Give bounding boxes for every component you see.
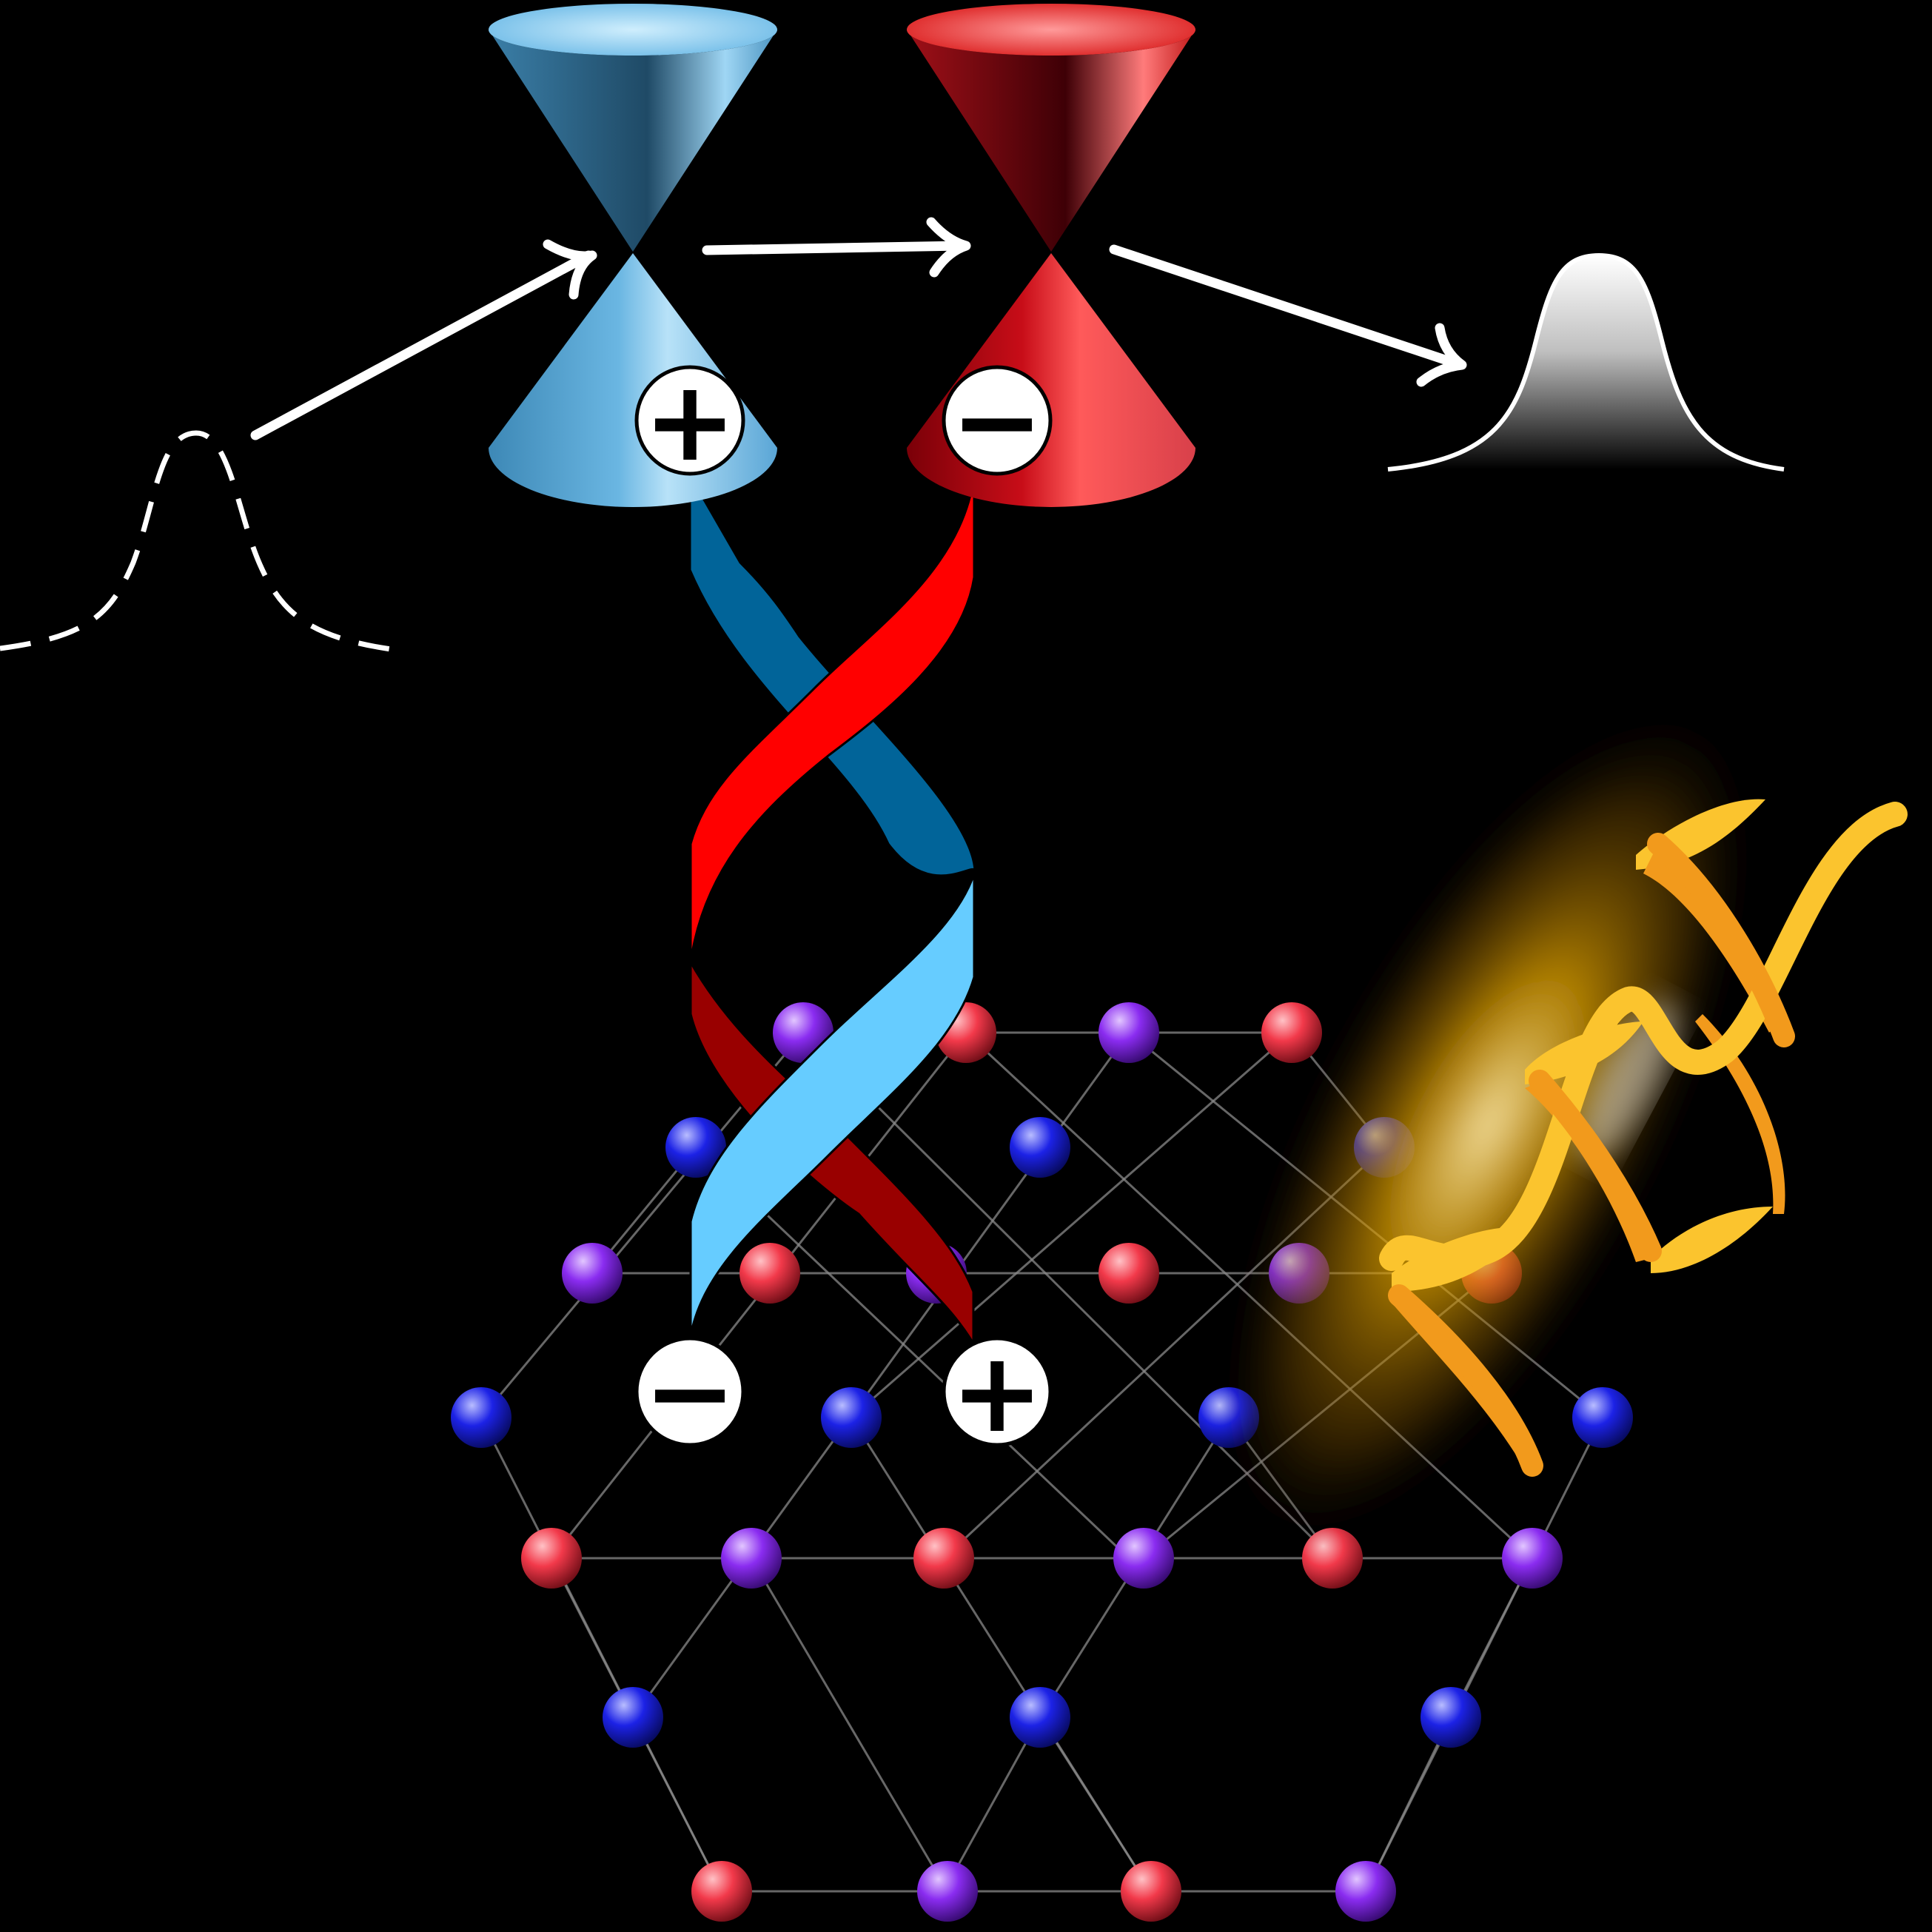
light-helix-segment [1651,1207,1773,1273]
charge-badge-bottom-right: + [942,1329,1053,1458]
output-pulse-line [1387,252,1785,472]
charge-label: − [950,358,1044,486]
lattice-atom [1010,1687,1070,1748]
lattice-atom [1099,1002,1159,1063]
lattice-bond [631,1717,723,1892]
lattice-atom [1261,1002,1322,1063]
cone-minus-upper [907,30,1195,252]
light-helix [1379,799,1908,1477]
ribbon-blue-lower [689,872,976,1338]
arrow-cone-to-cone [702,217,971,278]
charge-label: + [950,1329,1044,1458]
charge-label: − [643,1329,737,1458]
lattice-bond [942,1717,1042,1892]
output-pulse [1387,252,1785,472]
lattice-bond [694,1146,1130,1560]
lattice-atom [917,1861,978,1922]
charge-badge-bottom-left: − [634,1329,745,1458]
lattice-atom [521,1528,582,1589]
light-helix-segment [1695,1014,1785,1214]
input-pulse-dashed [0,430,397,653]
lattice-bond [1364,1717,1452,1892]
lattice-atom [691,1861,752,1922]
light-helix-segment [1643,844,1780,1033]
lattice-atom [1113,1528,1174,1589]
lattice-atom [721,1528,782,1589]
ribbon-red-upper [689,474,976,964]
charge-label: + [643,358,737,486]
light-helix-strand [1379,802,1908,1271]
light-helix-strand [1388,833,1795,1477]
charge-badge-top-right: − [942,358,1053,486]
arrow-into-cone-plus [250,239,597,440]
lattice-atom [603,1687,663,1748]
lattice-atom [1572,1387,1633,1448]
output-pulse-fill [1388,255,1784,469]
light-glow [1217,699,1759,1552]
light-helix-segment [1525,1081,1651,1262]
lattice-atom [1099,1243,1159,1304]
double-helix-ribbon [688,474,976,1345]
lattice-atom [913,1528,974,1589]
lattice-atom [1335,1861,1396,1922]
lattice-atom [1421,1687,1481,1748]
lattice-atom [1010,1117,1070,1178]
lattice-atom [665,1117,726,1178]
lattice-atom [451,1387,511,1448]
lattice-bond [750,1557,949,1892]
lattice-bond [1039,1717,1153,1892]
charge-badge-top-left: + [634,358,745,486]
lattice-atom [1502,1528,1563,1589]
lattice-bond [851,1031,1292,1419]
arrow-to-output-pulse [1109,244,1467,387]
lattice-atom [562,1243,623,1304]
cone-minus-top-rim [907,4,1195,56]
process-arrows [250,217,1467,440]
lattice-atom [1121,1861,1181,1922]
cone-plus-top-rim [489,4,777,56]
cone-plus-upper [489,30,777,252]
lattice-atom [821,1387,882,1448]
lattice-atom [739,1243,800,1304]
